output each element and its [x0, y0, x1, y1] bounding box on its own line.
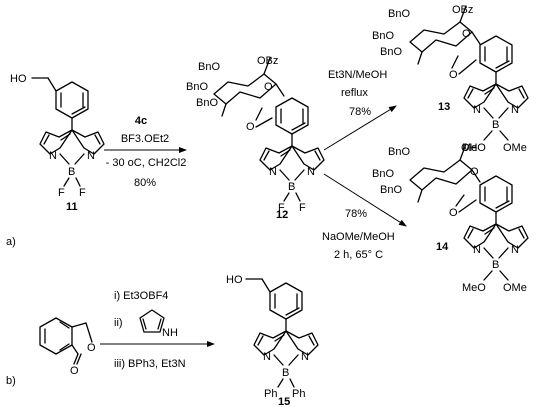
step-b-ii: ii)	[114, 317, 123, 329]
compound-15-nitrogen-left: N	[263, 351, 271, 363]
compound-12-fluorine-left: F	[278, 202, 285, 214]
compound-11-fluorine-left: F	[58, 187, 65, 199]
part-b-label: b)	[6, 375, 16, 387]
compound-12-nitrogen-left: N	[269, 166, 277, 178]
compound-15-nitrogen-right: N	[301, 351, 309, 363]
compound-15-boron: B	[282, 367, 289, 379]
compound-13-nitrogen-left: N	[473, 104, 481, 116]
compound-15-phenyl-left: Ph	[264, 388, 277, 400]
compound-12-obz: OBz	[257, 55, 278, 67]
compound-14-bno-3: BnO	[380, 184, 402, 196]
compound-12-bno-1: BnO	[198, 61, 220, 73]
compound-14-nitrogen-left: N	[473, 244, 481, 256]
step14-conditions: 2 h, 65° C	[334, 249, 383, 261]
compound-12-number: 12	[276, 209, 288, 221]
compound-14-hydroxyl: OH	[461, 142, 478, 154]
compound-15-number: 15	[278, 396, 290, 408]
compound-13-obz: OBz	[452, 4, 473, 16]
compound-13-bno-3: BnO	[380, 46, 402, 58]
compound-15-hydroxyl: HO	[226, 274, 243, 286]
step14-reagent: NaOMe/MeOH	[322, 231, 395, 243]
compound-13-structure: BnO BnO BnO OBz O O N N B MeO OMe	[372, 4, 529, 154]
step13-yield: 78%	[349, 106, 371, 118]
compound-13-number: 13	[438, 101, 450, 113]
compound-13-bno-2: BnO	[372, 30, 394, 42]
compound-12-boron: B	[288, 181, 295, 193]
compound-11-structure: HO N N B F F	[10, 73, 105, 199]
phthalide-carbonyl-oxygen: O	[70, 365, 79, 377]
compound-13-nitrogen-right: N	[511, 104, 519, 116]
compound-12-bno-3: BnO	[196, 97, 218, 109]
step1-reagent: 4c	[135, 115, 147, 127]
compound-15-phenyl-right: Ph	[292, 388, 305, 400]
phthalide-ring-oxygen: O	[87, 342, 96, 354]
phthalide-structure	[39, 317, 93, 365]
compound-13-methoxy-left: MeO	[462, 142, 486, 154]
step13-reagent: Et3N/MeOH	[328, 69, 387, 81]
step1-conditions: - 30 oC, CH2Cl2	[106, 157, 187, 169]
compound-12-ring-oxygen: O	[264, 81, 273, 93]
part-a-label: a)	[6, 236, 16, 248]
compound-12-nitrogen-right: N	[307, 166, 315, 178]
compound-13-bno-1: BnO	[388, 8, 410, 20]
compound-14-glycosidic-oxygen: O	[449, 207, 458, 219]
compound-13-glycosidic-oxygen: O	[449, 69, 458, 81]
compound-14-number: 14	[436, 241, 449, 253]
compound-12-fluorine-right: F	[299, 202, 306, 214]
compound-12-structure: BnO BnO BnO OBz O O N N B F F	[186, 55, 325, 214]
pyrrole-structure	[139, 309, 165, 333]
arrow-12-to-14	[323, 173, 407, 227]
step-b-iii: iii) BPh3, Et3N	[114, 358, 186, 370]
compound-11-boron: B	[68, 166, 75, 178]
compound-12-bno-2: BnO	[186, 81, 208, 93]
step-b-i: i) Et3OBF4	[114, 290, 168, 302]
compound-13-methoxy-right: OMe	[503, 142, 527, 154]
pyrrole-nh: NH	[162, 327, 178, 339]
compound-11-hydroxyl: HO	[10, 73, 27, 85]
compound-14-bno-1: BnO	[388, 146, 410, 158]
compound-14-methoxy-right: OMe	[503, 282, 527, 294]
compound-14-bno-2: BnO	[372, 168, 394, 180]
step13-conditions: reflux	[341, 87, 368, 99]
compound-11-nitrogen-right: N	[87, 150, 95, 162]
compound-14-boron: B	[492, 259, 499, 271]
arrow-12-to-13	[323, 105, 397, 151]
step14-yield: 78%	[345, 208, 367, 220]
compound-14-structure: BnO BnO BnO OH O O N N B MeO OMe	[372, 142, 529, 294]
compound-11-nitrogen-left: N	[49, 150, 57, 162]
compound-15-structure: HO N N B Ph Ph	[226, 274, 319, 400]
compound-14-methoxy-left: MeO	[462, 282, 486, 294]
step1-reagent2: BF3.OEt2	[121, 133, 169, 145]
compound-12-glycosidic-oxygen: O	[246, 121, 255, 133]
compound-11-number: 11	[66, 201, 78, 213]
step1-yield: 80%	[134, 177, 156, 189]
compound-13-boron: B	[492, 119, 499, 131]
compound-11-fluorine-right: F	[79, 187, 86, 199]
compound-13-ring-oxygen: O	[462, 28, 471, 40]
compound-14-ring-oxygen: O	[470, 166, 479, 178]
compound-14-nitrogen-right: N	[511, 244, 519, 256]
